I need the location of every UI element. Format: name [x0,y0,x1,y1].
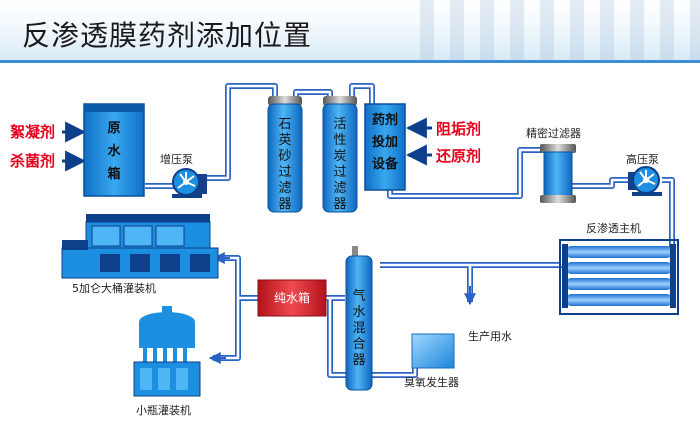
booster-pump [172,168,207,198]
gas-water-mixer-char: 水 [352,305,365,320]
gas-water-mixer: 气 水 混 合 器 [345,246,373,391]
gas-water-mixer-char: 混 [352,321,365,336]
quartz-sand-filter-char: 滤 [278,181,291,196]
dosing-device-line: 投加 [372,134,398,150]
activated-carbon-filter-char: 炭 [333,149,346,164]
gas-water-mixer-char: 气 [352,288,365,304]
precision-filter [540,144,576,203]
page-title: 反渗透膜药剂添加位置 [22,19,313,52]
barrel-filling-machine-label: 5加仑大桶灌装机 [72,281,156,295]
raw-water-tank-char-1: 原 [107,121,120,136]
ro-main-unit-label: 反渗透主机 [586,221,641,235]
dosing-device-line: 药剂 [372,112,398,128]
title-decoration [420,0,700,60]
dosing-device-line: 设备 [372,156,399,172]
barrel-filling-machine [61,214,219,279]
raw-water-tank: 原 水 箱 [83,103,145,197]
activated-carbon-filter-char: 过 [333,165,346,180]
reducing-agent-label: 还原剂 [435,147,481,165]
quartz-sand-filter-char: 过 [278,165,291,180]
quartz-sand-filter-char: 器 [278,197,291,212]
bactericide-label: 杀菌剂 [10,152,55,170]
activated-carbon-filter-char: 滤 [333,181,346,196]
quartz-sand-filter-char: 砂 [278,149,291,164]
raw-water-tank-char-3: 箱 [107,166,120,182]
title-underline [0,60,700,63]
raw-water-tank-char-2: 水 [107,143,121,159]
ozone-generator [411,333,455,369]
ro-main-unit [559,239,679,315]
pure-water-tank: 纯水箱 [257,279,327,317]
gas-water-mixer-char: 合 [352,337,365,352]
dosing-device: 药剂 投加 设备 [364,103,406,191]
title-bar: 反渗透膜药剂添加位置 [0,0,700,63]
pure-water-tank-label: 纯水箱 [274,290,310,305]
high-pressure-pump [628,166,662,196]
flocculant-label: 絮凝剂 [10,123,55,141]
activated-carbon-filter-char: 活 [333,117,346,132]
bottle-filling-machine [133,306,201,397]
booster-pump-label: 增压泵 [160,152,193,166]
bottle-filling-machine-label: 小瓶灌装机 [136,403,191,417]
quartz-sand-filter-char: 石 [278,117,291,132]
activated-carbon-filter-char: 性 [333,133,346,148]
production-water-label: 生产用水 [468,329,512,343]
gas-water-mixer-char: 器 [352,353,365,368]
activated-carbon-filter-char: 器 [333,197,346,212]
precision-filter-label: 精密过滤器 [526,126,581,140]
activated-carbon-filter: 活 性 炭 过 滤 器 [322,96,358,213]
ozone-generator-label: 臭氧发生器 [404,375,459,389]
quartz-sand-filter: 石 英 砂 过 滤 器 [267,96,303,213]
high-pressure-pump-label: 高压泵 [626,152,659,166]
scale-inhibitor-label: 阻垢剂 [436,120,481,138]
quartz-sand-filter-char: 英 [278,133,291,148]
